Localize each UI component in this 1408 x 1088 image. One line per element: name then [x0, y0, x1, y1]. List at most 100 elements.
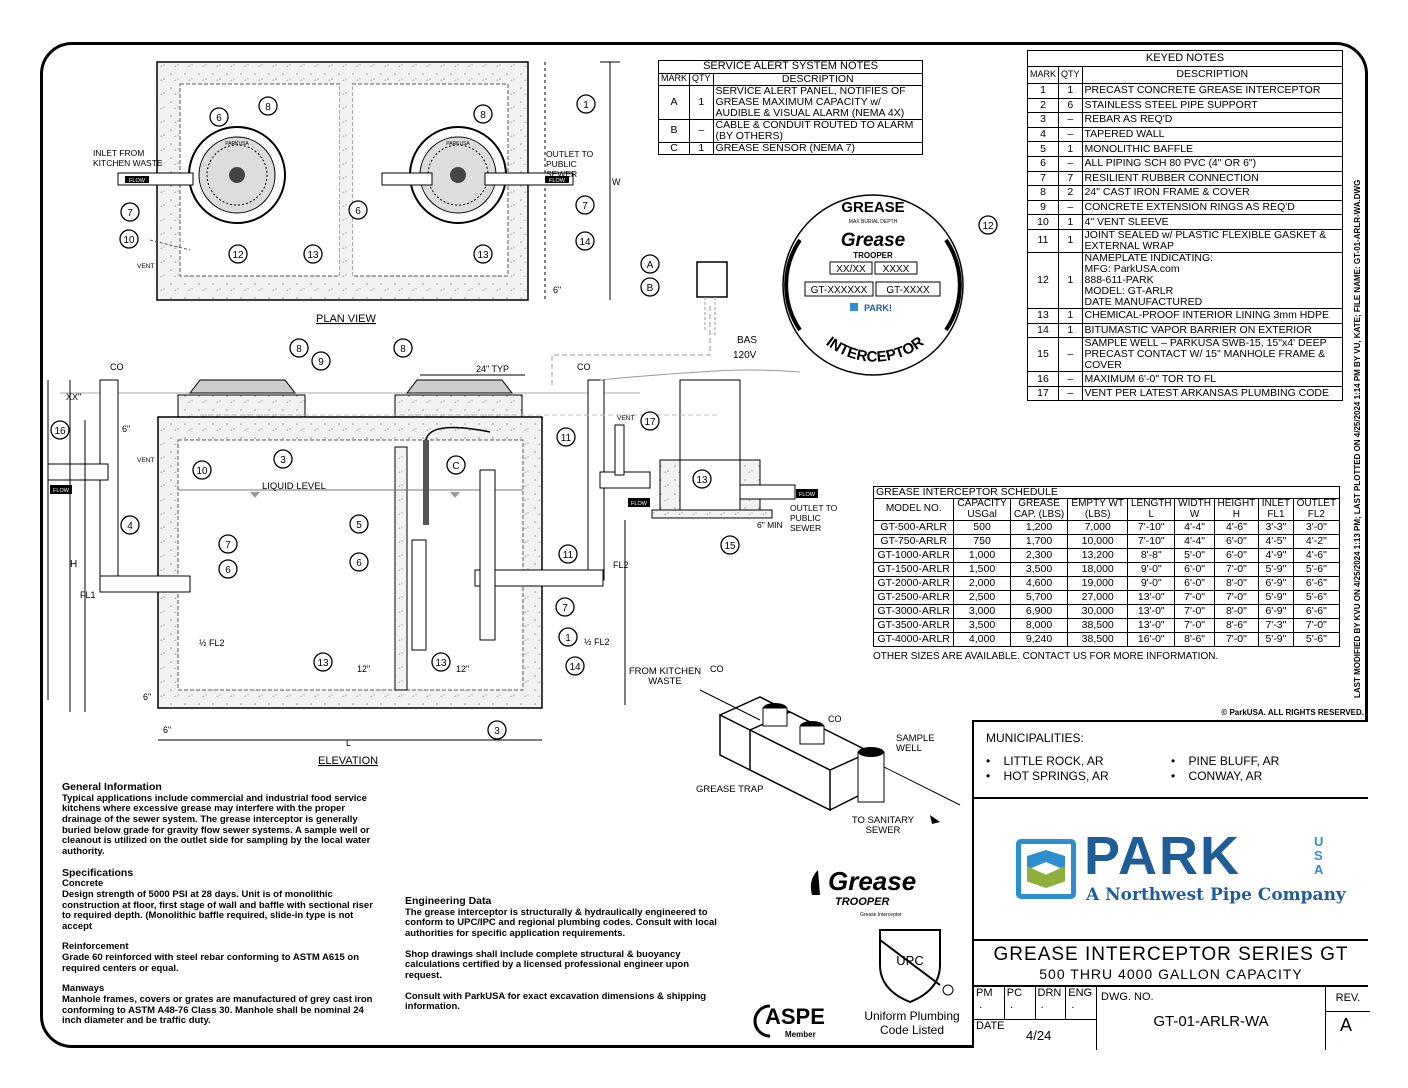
dim-h: H: [70, 559, 77, 570]
schedule-header: OUTLET FL2: [1292, 498, 1341, 522]
cover-text: PARKUSA: [225, 141, 249, 147]
callout-number: 6: [356, 558, 362, 569]
callout-number: 10: [196, 466, 208, 477]
callout-number: 8: [480, 110, 486, 121]
mark-cell: B: [657, 118, 691, 143]
qty-cell: 7: [1058, 170, 1083, 187]
schedule-cell: 9,240: [1009, 632, 1069, 648]
parkusa-logo: PARK USA A Northwest Pipe Company: [972, 797, 1368, 941]
sample-well-label: SAMPLE WELL: [896, 733, 935, 754]
schedule-cell: GT-1000-ARLR: [872, 548, 955, 564]
parkusa-emblem-icon: [1016, 839, 1076, 899]
dim-6: 6": [143, 692, 151, 702]
service-alert-row: B–CABLE & CONDUIT ROUTED TO ALARM (BY OT…: [657, 118, 924, 143]
outlet-label: OUTLET TO PUBLIC SEWER: [790, 503, 838, 533]
schedule-cell: 7'-0": [1174, 618, 1215, 634]
schedule-cell: 4'-5": [1258, 534, 1294, 550]
callout-number: 13: [307, 250, 319, 261]
callout-bubble: 12: [228, 244, 248, 264]
callout-number: 8: [265, 102, 271, 113]
mark-cell: 9: [1026, 199, 1060, 216]
elevation-title: ELEVATION: [318, 755, 378, 767]
header-cell: MARK: [1026, 66, 1060, 84]
description-cell: CABLE & CONDUIT ROUTED TO ALARM (BY OTHE…: [712, 118, 924, 143]
callout-bubble: C: [446, 455, 466, 475]
qty-cell: 2: [1058, 185, 1083, 201]
qty-cell: –: [1058, 337, 1083, 373]
callout-number: 13: [696, 475, 708, 486]
vent-label: VENT: [617, 415, 634, 422]
callout-number: 8: [296, 344, 302, 355]
pc-label: PC: [1006, 987, 1023, 999]
callout-bubble: 1: [576, 94, 596, 114]
rev-label: REV.: [1326, 987, 1370, 1012]
schedule-cell: 7,000: [1067, 520, 1129, 536]
pm-label: PM: [976, 987, 993, 999]
schedule-cell: 7'-0": [1213, 590, 1260, 606]
callout-bubble: 15: [720, 535, 740, 555]
schedule-cell: 9'-0": [1127, 562, 1176, 578]
inlet-label: INLET FROM KITCHEN WASTE: [93, 148, 163, 168]
aspe-text: ASPE: [765, 1004, 825, 1029]
schedule-cell: 7'-0": [1213, 562, 1260, 578]
callout-number: 3: [494, 726, 500, 737]
table-title: KEYED NOTES: [1027, 50, 1343, 67]
qty-cell: –: [689, 118, 714, 143]
schedule-header: WIDTH W: [1174, 498, 1215, 522]
keyed-note-row: 9–CONCRETE EXTENSION RINGS AS REQ'D: [1026, 199, 1344, 216]
municipalities-block: MUNICIPALITIES: • LITTLE ROCK, AR• HOT S…: [972, 720, 1368, 799]
qty-cell: –: [1058, 155, 1083, 172]
schedule-cell: 6'-0": [1213, 534, 1260, 550]
callout-number: 4: [127, 521, 133, 532]
schedule-cell: 3,500: [953, 618, 1011, 634]
brand-usa: USA: [1314, 834, 1324, 877]
drawing-title: GREASE INTERCEPTOR SERIES GT 500 THRU 40…: [972, 939, 1368, 987]
description-cell: JOINT SEALED w/ PLASTIC FLEXIBLE GASKET …: [1081, 228, 1344, 253]
schedule-cell: 7'-0": [1174, 604, 1215, 620]
mark-cell: 7: [1026, 170, 1060, 187]
mark-cell: A: [657, 84, 691, 120]
keyed-note-row: 16–MAXIMUM 6'-0" TOR TO FL: [1026, 371, 1344, 387]
schedule-cell: 4'-6": [1292, 548, 1341, 564]
schedule-cell: 13'-0": [1127, 618, 1176, 634]
qty-cell: 1: [1058, 141, 1083, 157]
schedule-cell: 6'-0": [1213, 548, 1260, 564]
schedule-block: GREASE INTERCEPTOR SCHEDULE MODEL NO.CAP…: [872, 485, 1341, 663]
cover-text: PARKUSA: [446, 141, 470, 147]
service-alert-panel: [696, 261, 728, 298]
schedule-cell: 5'-9": [1258, 632, 1294, 648]
schedule-cell: 6'-9": [1258, 576, 1294, 592]
description-cell: STAINLESS STEEL PIPE SUPPORT: [1081, 97, 1344, 114]
qty-cell: 6: [1058, 97, 1083, 114]
schedule-cell: 3'-3": [1258, 520, 1294, 536]
mark-cell: 17: [1026, 385, 1060, 402]
callout-bubble: 13: [431, 652, 451, 672]
qty-cell: 1: [1058, 322, 1083, 339]
schedule-cell: 8'-8": [1127, 548, 1176, 564]
plan-view: PARKUSA PARKUSA FLOW FLOW VENT W 6" PLAN…: [117, 61, 621, 325]
schedule-header: HEIGHT H: [1213, 498, 1260, 522]
callout-bubble: 6: [209, 107, 229, 127]
schedule-cell: 7'-0": [1174, 590, 1215, 606]
schedule-note: OTHER SIZES ARE AVAILABLE. CONTACT US FO…: [873, 651, 1219, 663]
callout-bubble: 6: [349, 552, 369, 572]
callout-bubble: 16: [50, 420, 70, 440]
callout-bubble: 13: [303, 244, 323, 264]
flow-arrow-label: FLOW: [799, 492, 816, 498]
dwg-number: GT-01-ARLR-WA: [1153, 1013, 1269, 1030]
schedule-cell: 5'-0": [1174, 548, 1215, 564]
schedule-cell: 5'-6": [1292, 562, 1341, 578]
upc-text: UPC: [896, 953, 923, 968]
upc-caption: Uniform Plumbing: [864, 1009, 959, 1023]
callout-bubble: 12: [978, 215, 998, 235]
dwg-label: DWG. NO.: [1101, 991, 1154, 1003]
